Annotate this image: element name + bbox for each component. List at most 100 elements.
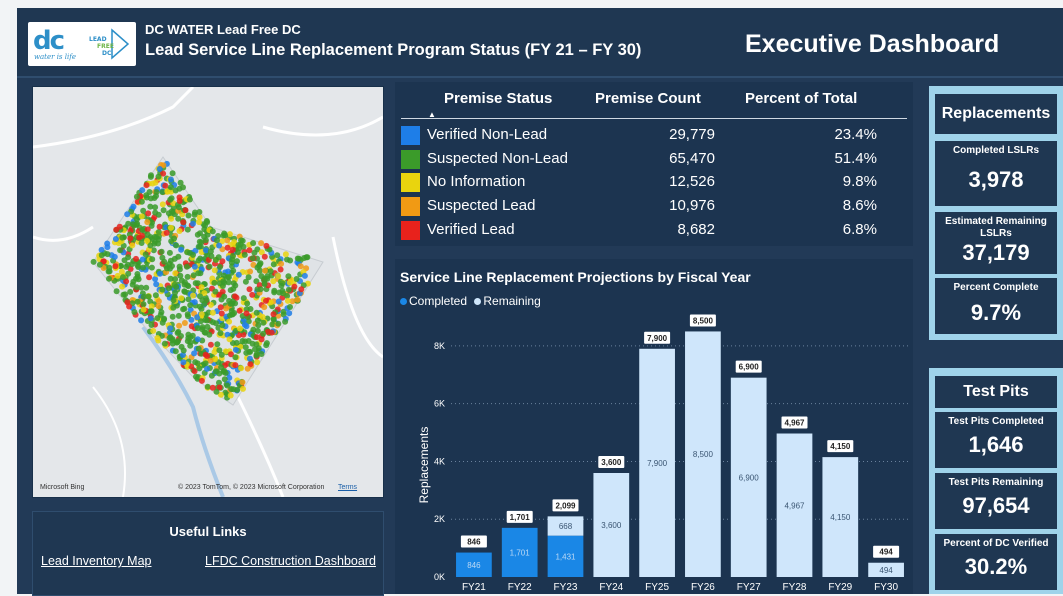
map-premise-dot[interactable] [226,318,233,325]
map-premise-dot[interactable] [204,365,210,372]
map-premise-dot[interactable] [211,279,218,286]
map-premise-dot[interactable] [194,325,201,332]
map-premise-dot[interactable] [254,359,261,366]
map-premise-dot[interactable] [238,365,245,372]
map-premise-dot[interactable] [249,291,256,298]
map-premise-dot[interactable] [271,289,278,296]
bar-remaining[interactable] [730,377,767,577]
map-premise-dot[interactable] [190,292,197,299]
map-premise-dot[interactable] [114,272,121,279]
map-premise-dot[interactable] [197,318,204,325]
map-premise-dot[interactable] [126,303,133,310]
map-premise-dot[interactable] [156,223,163,230]
map-premise-dot[interactable] [180,352,186,358]
map-premise-dot[interactable] [119,234,126,241]
map-premise-dot[interactable] [155,303,162,309]
map-premise-dot[interactable] [156,166,163,172]
map-premise-dot[interactable] [195,243,202,250]
map-premise-dot[interactable] [159,189,166,196]
map-premise-dot[interactable] [230,267,237,274]
map-premise-dot[interactable] [228,351,234,358]
map-premise-dot[interactable] [279,294,286,301]
map-premise-dot[interactable] [202,247,209,254]
map-premise-dot[interactable] [216,242,223,249]
map-premise-dot[interactable] [172,276,179,283]
map-premise-dot[interactable] [169,313,176,320]
map-premise-dot[interactable] [252,346,258,353]
map-premise-dot[interactable] [204,353,211,359]
map-premise-dot[interactable] [167,257,174,264]
map-premise-dot[interactable] [140,207,147,214]
map-premise-dot[interactable] [170,304,177,311]
map-premise-dot[interactable] [180,219,187,226]
map-premise-dot[interactable] [90,258,97,265]
map-premise-dot[interactable] [134,220,141,227]
map-premise-dot[interactable] [243,323,250,330]
map-premise-dot[interactable] [284,292,291,299]
map-premise-dot[interactable] [297,263,304,270]
lead-inventory-map-link[interactable]: Lead Inventory Map [41,554,152,568]
map-premise-dot[interactable] [260,330,267,337]
map-premise-dot[interactable] [263,242,270,249]
map-premise-dot[interactable] [165,285,172,292]
map-premise-dot[interactable] [178,277,185,284]
map-premise-dot[interactable] [246,247,253,254]
map-premise-dot[interactable] [96,261,103,268]
map-premise-dot[interactable] [175,312,182,319]
map-premise-dot[interactable] [144,226,151,233]
map-premise-dot[interactable] [157,270,163,277]
map-premise-dot[interactable] [217,330,224,337]
map-premise-dot[interactable] [260,319,267,326]
map-premise-dot[interactable] [185,212,192,219]
map-premise-dot[interactable] [235,271,242,278]
map-premise-dot[interactable] [185,296,192,303]
map-premise-dot[interactable] [284,297,291,304]
map-premise-dot[interactable] [152,292,159,299]
map-premise-dot[interactable] [133,284,140,291]
map-premise-dot[interactable] [269,321,276,328]
legend-completed-label[interactable]: Completed [409,294,468,308]
map-premise-dot[interactable] [282,318,289,325]
map-premise-dot[interactable] [155,229,162,235]
map-premise-dot[interactable] [187,342,194,349]
map-premise-dot[interactable] [148,322,155,328]
map-premise-dot[interactable] [143,194,150,201]
map-premise-dot[interactable] [229,256,236,263]
map-premise-dot[interactable] [181,288,188,295]
map-premise-dot[interactable] [220,368,227,375]
map-premise-dot[interactable] [153,189,160,196]
map-premise-dot[interactable] [224,382,231,389]
map-premise-dot[interactable] [176,266,183,273]
map-premise-dot[interactable] [217,264,223,270]
map-premise-dot[interactable] [112,263,119,270]
map-premise-dot[interactable] [134,298,141,305]
map-premise-dot[interactable] [125,270,132,277]
map-premise-dot[interactable] [169,170,176,177]
map-premise-dot[interactable] [176,198,183,204]
map-premise-dot[interactable] [194,336,201,343]
map-premise-dot[interactable] [148,308,155,315]
table-row[interactable]: Verified Non-Lead 29,779 23.4% [401,124,907,147]
map-premise-dot[interactable] [253,334,260,341]
map-premise-dot[interactable] [254,317,261,324]
map-premise-dot[interactable] [122,291,129,298]
map-premise-dot[interactable] [177,272,184,279]
map-premise-dot[interactable] [249,255,256,262]
map-premise-dot[interactable] [164,188,171,195]
map-premise-dot[interactable] [138,317,145,324]
map-premise-dot[interactable] [221,376,228,383]
map-premise-dot[interactable] [211,267,218,274]
map-premise-dot[interactable] [194,314,201,321]
map-premise-dot[interactable] [275,320,282,327]
map-premise-dot[interactable] [152,179,159,186]
map-premise-dot[interactable] [232,362,239,369]
map-premise-dot[interactable] [285,286,292,293]
map-premise-dot[interactable] [170,297,177,304]
map-premise-dot[interactable] [190,272,197,279]
map-premise-dot[interactable] [207,341,214,348]
map-premise-dot[interactable] [171,235,178,242]
map-premise-dot[interactable] [145,293,152,300]
map-premise-dot[interactable] [175,253,182,260]
bar-remaining[interactable] [822,457,859,577]
map-premise-dot[interactable] [123,278,130,285]
